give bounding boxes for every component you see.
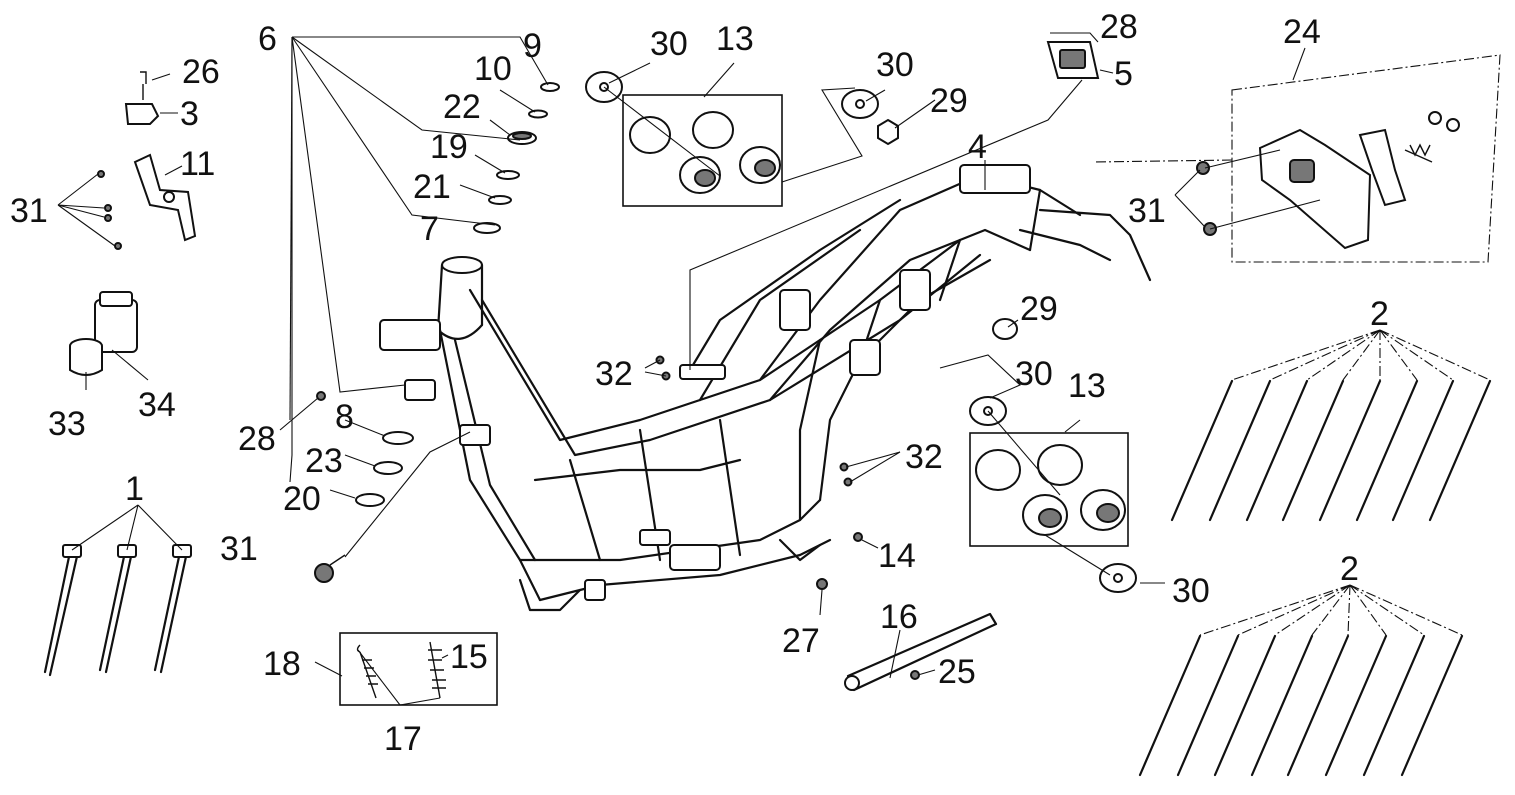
- label-part-8: 8: [335, 398, 354, 436]
- label-part-9: 9: [523, 27, 542, 65]
- label-part-30-b: 30: [876, 46, 914, 84]
- label-part-32-right: 32: [905, 438, 943, 476]
- label-part-7: 7: [420, 210, 439, 248]
- label-part-31-right: 31: [1128, 192, 1166, 230]
- label-part-15: 15: [450, 638, 488, 676]
- label-part-6: 6: [258, 20, 277, 58]
- label-part-3: 3: [180, 95, 199, 133]
- bracket-assembly-panel: [1196, 54, 1501, 263]
- label-part-1: 1: [125, 470, 144, 508]
- main-frame: [379, 164, 1152, 612]
- center-bottom-parts: [655, 355, 998, 692]
- label-part-19: 19: [430, 128, 468, 166]
- label-part-29-lower: 29: [1020, 290, 1058, 328]
- label-part-26: 26: [182, 53, 220, 91]
- label-part-31-bottom: 31: [220, 530, 258, 568]
- leader-lines: [57, 32, 1491, 706]
- label-part-22: 22: [443, 88, 481, 126]
- label-part-28-left: 28: [238, 420, 276, 458]
- label-part-21: 21: [413, 168, 451, 206]
- label-part-5: 5: [1114, 55, 1133, 93]
- bushing-box-upper: [585, 41, 1100, 207]
- label-part-13-upper: 13: [716, 20, 754, 58]
- label-part-2-upper: 2: [1370, 295, 1389, 333]
- head-bearing-stack: [316, 82, 560, 507]
- label-part-2-lower: 2: [1340, 550, 1359, 588]
- label-part-33: 33: [48, 405, 86, 443]
- label-part-17: 17: [384, 720, 422, 758]
- label-part-24: 24: [1283, 13, 1321, 51]
- label-part-13-lower: 13: [1068, 367, 1106, 405]
- label-part-31-left: 31: [10, 192, 48, 230]
- label-part-30-c: 30: [1015, 355, 1053, 393]
- label-part-14: 14: [878, 537, 916, 575]
- label-part-30-d: 30: [1172, 572, 1210, 610]
- label-part-30-a: 30: [650, 25, 688, 63]
- label-part-25: 25: [938, 653, 976, 691]
- label-part-11: 11: [180, 145, 215, 183]
- part-number-labels: 1 2 2 3 4 5 6 7 8 9 10 11 13 13 14 15 16…: [10, 8, 1389, 758]
- label-part-16: 16: [880, 598, 918, 636]
- label-part-18: 18: [263, 645, 301, 683]
- label-part-27: 27: [782, 622, 820, 660]
- long-bolts-upper: [1170, 379, 1492, 522]
- label-part-28-top: 28: [1100, 8, 1138, 46]
- label-part-32-left: 32: [595, 355, 633, 393]
- label-part-34: 34: [138, 386, 176, 424]
- label-part-29-upper: 29: [930, 82, 968, 120]
- label-part-23: 23: [305, 442, 343, 480]
- label-part-20: 20: [283, 480, 321, 518]
- long-bolts-lower: [1138, 634, 1464, 777]
- label-part-4: 4: [968, 128, 987, 166]
- label-part-10: 10: [474, 50, 512, 88]
- bushing-box-lower: [969, 318, 1137, 593]
- left-small-parts: [43, 71, 346, 677]
